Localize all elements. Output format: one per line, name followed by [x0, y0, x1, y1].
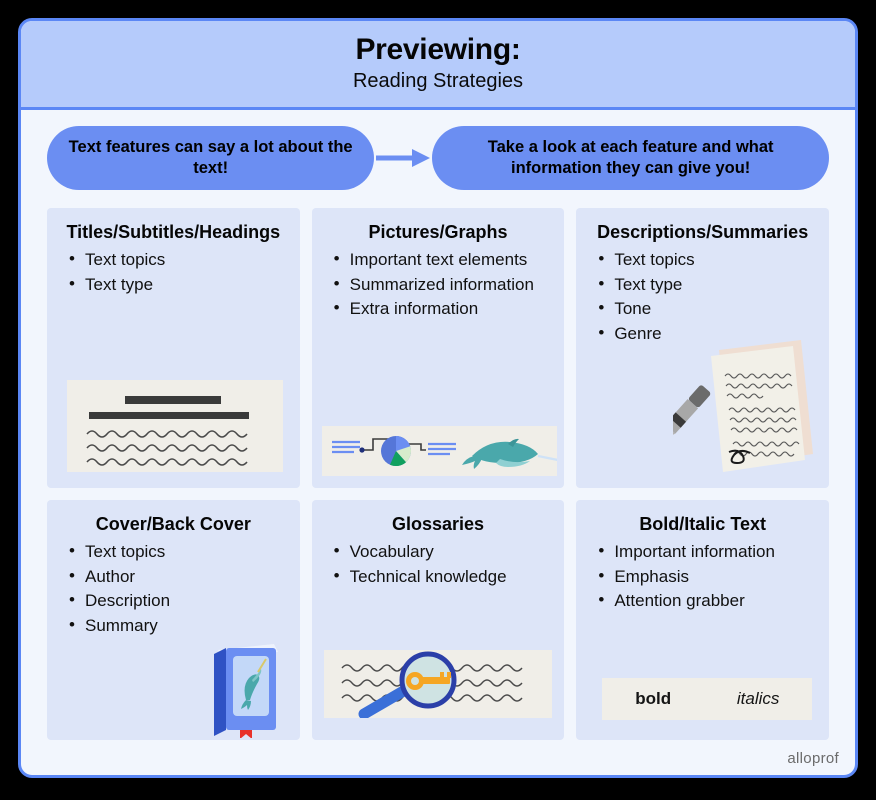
page-title: Previewing: [355, 33, 521, 66]
document-with-heading-lines-icon [67, 379, 283, 472]
list-item: Vocabulary [334, 540, 555, 564]
page-subtitle: Reading Strategies [352, 69, 524, 92]
list-item: Text type [69, 273, 290, 297]
card-title: Glossaries [391, 513, 485, 534]
intro-row: Text features can say a lot about the te… [47, 125, 829, 190]
intro-pill-right: Take a look at each feature and what inf… [432, 125, 829, 190]
italic-sample-text: italics [736, 688, 780, 708]
list-item: Summarized information [334, 273, 555, 297]
infographic-body: Text features can say a lot about the te… [21, 110, 855, 775]
card-bullet-list: Important information Emphasis Attention… [586, 540, 819, 613]
magnifying-glass-with-key-icon [323, 649, 552, 718]
list-item: Tone [598, 297, 819, 321]
intro-pill-left: Text features can say a lot about the te… [47, 125, 375, 190]
card-bullet-list: Text topics Text type [57, 248, 290, 297]
card-title: Pictures/Graphs [368, 221, 508, 242]
alloprof-logo: alloprof [787, 750, 839, 767]
list-item: Text type [598, 273, 819, 297]
bold-italic-sample-box: bold italics [602, 677, 813, 720]
list-item: Extra information [334, 297, 555, 321]
list-item: Important information [598, 540, 819, 564]
card-titles-subtitles-headings: Titles/Subtitles/Headings Text topics Te… [47, 207, 300, 488]
card-bullet-list: Text topics Author Description Summary [57, 540, 290, 638]
card-bold-italic-text: Bold/Italic Text Important information E… [576, 499, 829, 740]
pen-writing-on-paper-icon [673, 334, 823, 484]
list-item: Attention grabber [598, 589, 819, 613]
bold-sample-text: bold [635, 688, 672, 708]
pie-chart-and-narwhal-icon [321, 425, 557, 476]
list-item: Text topics [598, 248, 819, 272]
card-glossaries: Glossaries Vocabulary Technical knowledg… [311, 499, 565, 740]
list-item: Text topics [69, 248, 290, 272]
card-title: Descriptions/Summaries [597, 221, 809, 242]
list-item: Genre [598, 322, 819, 346]
arrow-right-icon [374, 145, 432, 171]
card-pictures-graphs: Pictures/Graphs Important text elements … [311, 207, 565, 488]
header-band: Previewing: Reading Strategies [21, 21, 855, 110]
list-item: Important text elements [334, 248, 555, 272]
list-item: Emphasis [598, 565, 819, 589]
list-item: Author [69, 565, 290, 589]
card-title: Bold/Italic Text [639, 513, 766, 534]
card-title: Cover/Back Cover [95, 513, 251, 534]
feature-card-grid: Titles/Subtitles/Headings Text topics Te… [47, 207, 829, 740]
card-bullet-list: Important text elements Summarized infor… [322, 248, 555, 321]
list-item: Description [69, 589, 290, 613]
book-with-narwhal-cover-icon [208, 642, 286, 738]
list-item: Technical knowledge [334, 565, 555, 589]
infographic-frame: Previewing: Reading Strategies Text feat… [18, 18, 858, 778]
list-item: Text topics [69, 540, 290, 564]
card-cover-back-cover: Cover/Back Cover Text topics Author Desc… [47, 499, 300, 740]
card-title: Titles/Subtitles/Headings [66, 221, 281, 242]
list-item: Summary [69, 614, 290, 638]
card-bullet-list: Text topics Text type Tone Genre [586, 248, 819, 346]
card-descriptions-summaries: Descriptions/Summaries Text topics Text … [576, 207, 829, 488]
card-bullet-list: Vocabulary Technical knowledge [322, 540, 555, 589]
